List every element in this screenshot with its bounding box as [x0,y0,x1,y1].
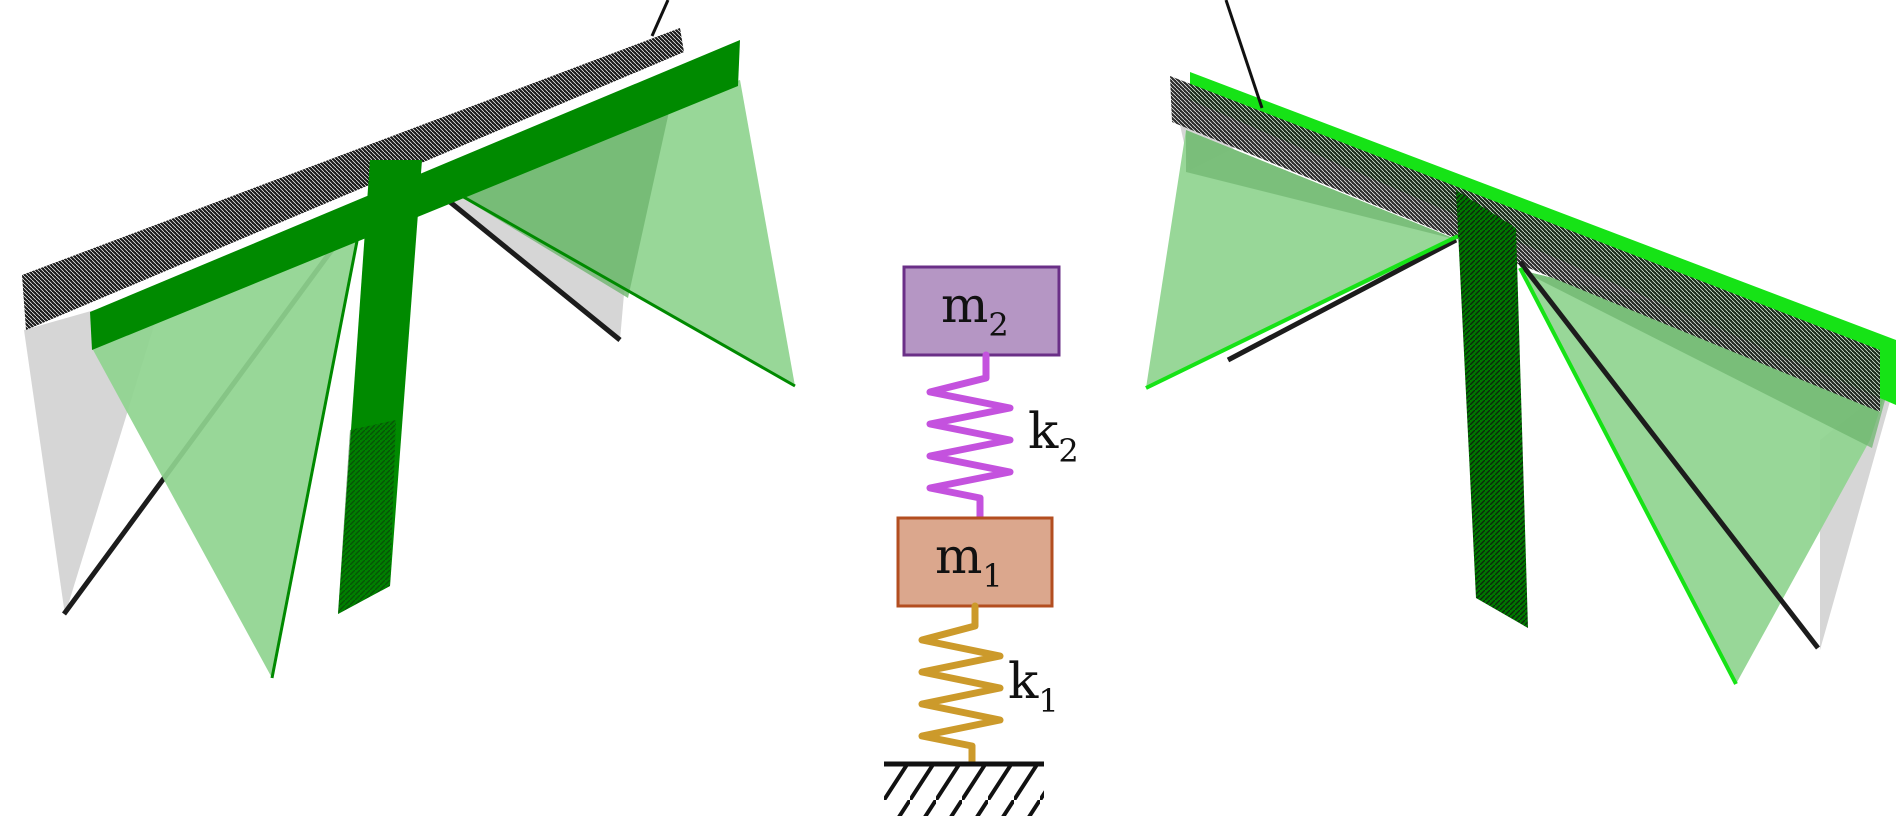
mass-m2-label: m2 [941,276,1009,344]
right-support-line [1224,0,1264,109]
mass-m1-label: m1 [935,527,1003,595]
right-green-panel-left [1146,130,1458,388]
spring-k1-label: k1 [1008,652,1059,720]
left-mesh-beam [22,28,684,330]
ground-hatch [884,766,1044,816]
right-mesh-diagonal-2 [1518,260,1820,650]
mass-spring-system: m2 k2 m1 k1 [884,265,1079,816]
left-panel-edge-2 [424,173,796,388]
right-green-panel-overlap [1520,270,1896,448]
left-mesh-diagonal-2 [416,174,622,342]
right-panel-edge-1 [1145,234,1459,390]
right-mesh-diagonal-1 [1226,237,1458,363]
right-green-panel-overlap-left [1186,130,1458,240]
left-stem-mesh [338,420,396,614]
left-support-line [650,0,670,37]
left-green-panel-overlap [425,98,672,298]
right-green-stem [1456,190,1528,628]
mass-m1-box [896,516,1054,608]
right-mesh-beam [1170,76,1880,412]
left-structure [22,0,796,679]
spring-k1 [918,602,1004,766]
right-structure [1145,0,1896,685]
mass-m2-box [902,265,1061,357]
spring-k2-label: k2 [1028,402,1079,470]
left-panel-edge-1 [270,199,367,679]
spring-k2 [926,351,1014,522]
right-panel-edge-2 [1518,267,1738,685]
